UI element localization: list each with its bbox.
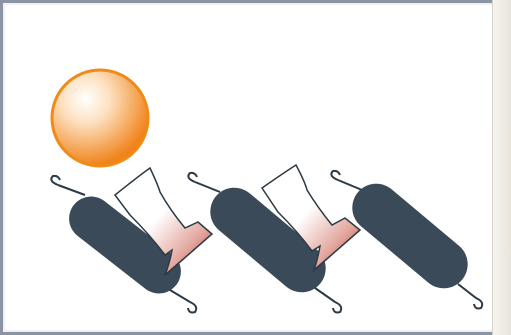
sun-icon xyxy=(50,68,150,168)
leaf-icon xyxy=(187,171,343,314)
leaf-icon xyxy=(50,174,198,314)
side-strip xyxy=(492,0,511,335)
curved-arrow-icon xyxy=(113,166,214,276)
curved-arrow-icon xyxy=(260,163,362,273)
leaf-icon xyxy=(330,169,484,310)
